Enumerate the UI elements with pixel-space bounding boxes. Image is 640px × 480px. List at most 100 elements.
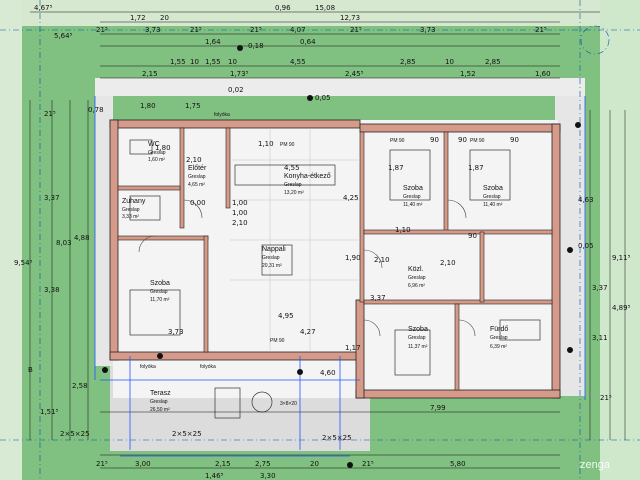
pm-label-2: PM 90 bbox=[390, 138, 405, 144]
dim-text: 12,73 bbox=[340, 14, 360, 22]
dim-text: 1,51⁵ bbox=[40, 408, 59, 416]
dim-text: 4,67⁵ bbox=[34, 4, 53, 12]
pm-label-1: PM 90 bbox=[280, 142, 295, 148]
dim-text: 21⁵ bbox=[600, 394, 612, 402]
room-floor: Greslap bbox=[150, 399, 168, 405]
room-szoba-bottom: Szoba Greslap 11,37 m² bbox=[408, 326, 428, 350]
dim-text: 1,55 bbox=[170, 58, 186, 66]
dim-text: 1,17 bbox=[345, 344, 361, 352]
dim-text: 0,96 bbox=[275, 4, 291, 12]
pm-label-3: PM 90 bbox=[470, 138, 485, 144]
room-area: 20,31 m² bbox=[262, 263, 282, 269]
dim-text: 4,55 bbox=[284, 164, 300, 172]
room-floor: Greslap bbox=[403, 194, 421, 200]
dim-text: 2,45⁵ bbox=[345, 70, 364, 78]
dim-text: 5,80 bbox=[450, 460, 466, 468]
dim-text: 21⁵ bbox=[44, 110, 56, 118]
room-floor: Greslap bbox=[150, 289, 168, 295]
gravel-strip-left bbox=[95, 96, 113, 366]
dim-text: 1,10 bbox=[258, 140, 274, 148]
dim-text: 0,18 bbox=[248, 42, 264, 50]
room-area: 11,37 m² bbox=[408, 344, 428, 350]
dim-text: 90 bbox=[510, 136, 519, 144]
dim-text: 3,73 bbox=[145, 26, 161, 34]
dim-text: 1,00 bbox=[232, 199, 248, 207]
room-name: Szoba bbox=[403, 185, 423, 192]
room-name: Előtér bbox=[188, 165, 207, 172]
dim-text: 15,08 bbox=[315, 4, 335, 12]
room-floor: Greslap bbox=[122, 207, 140, 213]
dim-text: 3,37 bbox=[370, 294, 386, 302]
dim-text: 90 bbox=[468, 232, 477, 240]
dim-text: 7,99 bbox=[430, 404, 446, 412]
room-area: 11,40 m² bbox=[403, 202, 423, 208]
dim-text: 8,03 bbox=[56, 239, 72, 247]
dim-text: 1,55 bbox=[205, 58, 221, 66]
dim-text: 1,64 bbox=[205, 38, 221, 46]
dim-text: 3,73 bbox=[168, 328, 184, 336]
right-border-band bbox=[600, 0, 640, 480]
top-border-band bbox=[0, 0, 640, 26]
room-name: Szoba bbox=[483, 185, 503, 192]
room-name: WC bbox=[148, 141, 160, 148]
dim-text: 0,05 bbox=[315, 94, 331, 102]
room-floor: Greslap bbox=[284, 182, 302, 188]
dim-text: 1,10 bbox=[395, 226, 411, 234]
room-floor: Greslap bbox=[262, 255, 280, 261]
room-area: 11,70 m² bbox=[150, 297, 170, 303]
room-name: Szoba bbox=[150, 280, 170, 287]
folyoka-label-mid: folyóka bbox=[200, 364, 216, 370]
dim-text: 1,87 bbox=[468, 164, 484, 172]
dim-text: 0,64 bbox=[300, 38, 316, 46]
beam-label: 3×8×20 bbox=[280, 401, 297, 407]
room-name: Terasz bbox=[150, 390, 171, 397]
dim-text: 21⁵ bbox=[190, 26, 202, 34]
dim-text: 2,15 bbox=[142, 70, 158, 78]
dim-text: 4,27 bbox=[300, 328, 316, 336]
dim-text: 2×5×25 bbox=[322, 434, 352, 442]
dimension-lines bbox=[29, 11, 626, 469]
dim-text: 3,37 bbox=[592, 284, 608, 292]
room-floor: Greslap bbox=[408, 275, 426, 281]
door-swings bbox=[138, 199, 476, 337]
dim-text: 3,38 bbox=[44, 286, 60, 294]
room-floor: Greslap bbox=[188, 174, 206, 180]
pm-label-4: PM 90 bbox=[270, 338, 285, 344]
outer-walls bbox=[109, 119, 561, 399]
room-eloter: Előtér Greslap 4,65 m² bbox=[188, 165, 207, 188]
interior-walls bbox=[117, 127, 553, 391]
dim-text: 21⁵ bbox=[96, 26, 108, 34]
room-name: Fürdő bbox=[490, 326, 508, 333]
dim-text: 1,87 bbox=[388, 164, 404, 172]
room-name: Zuhany bbox=[122, 198, 146, 205]
room-szoba-top-middle: Szoba Greslap 11,40 m² bbox=[403, 185, 423, 208]
dim-text: 3,73 bbox=[420, 26, 436, 34]
dims-left: 5,64⁵ 21⁵ 8,03 9,54⁵ 3,37 4,88 3,38 1,51… bbox=[14, 32, 104, 416]
dim-text: 1,72 bbox=[130, 14, 146, 22]
dim-text: 21⁵ bbox=[96, 460, 108, 468]
room-floor: Greslap bbox=[483, 194, 501, 200]
sidewalk-strip bbox=[95, 78, 585, 96]
dim-text: 2,10 bbox=[374, 256, 390, 264]
dim-text: 0,00 bbox=[190, 199, 206, 207]
room-floor: Greslap bbox=[408, 335, 426, 341]
room-szoba-top-right: Szoba Greslap 11,40 m² bbox=[483, 185, 503, 208]
dim-text: 1,73⁵ bbox=[230, 70, 249, 78]
dim-text: 0,02 bbox=[228, 86, 244, 94]
room-furdo: Fürdő Greslap 6,39 m² bbox=[490, 326, 508, 350]
dim-text: 2,10 bbox=[186, 156, 202, 164]
dim-text: 4,60 bbox=[320, 369, 336, 377]
dim-text: 2,15 bbox=[215, 460, 231, 468]
dim-text: 21⁵ bbox=[350, 26, 362, 34]
dim-text: 90 bbox=[430, 136, 439, 144]
dims-inner: 1,80 1,75 2,10 4,55 1,87 90 90 1,87 90 1… bbox=[140, 102, 519, 412]
room-area: 4,65 m² bbox=[188, 182, 205, 188]
dim-text: 1,52 bbox=[460, 70, 476, 78]
dim-text: 9,54⁵ bbox=[14, 259, 33, 267]
room-area: 11,40 m² bbox=[483, 202, 503, 208]
dim-text: 10 bbox=[228, 58, 237, 66]
dim-text: 0,05 bbox=[578, 242, 594, 250]
dim-text: 1,75 bbox=[185, 102, 201, 110]
dim-text: 4,63 bbox=[578, 196, 594, 204]
